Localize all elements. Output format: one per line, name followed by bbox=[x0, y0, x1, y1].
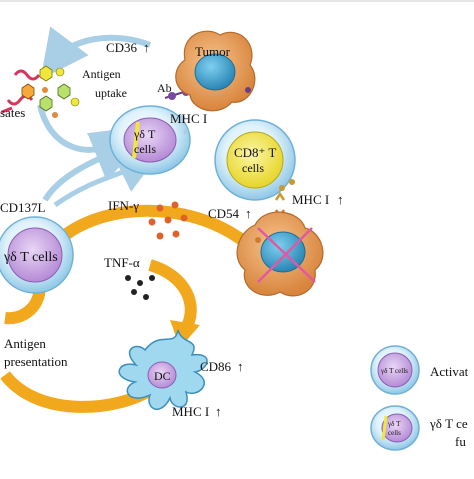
dc-label: DC bbox=[154, 369, 171, 383]
legend-functional-text-1: γδ T ce bbox=[429, 416, 468, 431]
legend-functional-text-2: fu bbox=[455, 434, 466, 449]
legend-activated-cell bbox=[370, 345, 420, 395]
gd-t-cell-top bbox=[109, 105, 191, 175]
cd36-label: CD36 bbox=[106, 40, 138, 55]
legend-activated-cell-label: γδ T cells bbox=[380, 367, 408, 375]
cd137l-label: CD137L bbox=[0, 200, 46, 215]
antigen-hexagon bbox=[57, 83, 71, 100]
legend-functional-cell-label-2: cells bbox=[388, 429, 401, 437]
ifn-gamma-dots bbox=[148, 201, 188, 240]
cd36-arrow: ↑ bbox=[143, 40, 150, 55]
tnf-alpha-label: TNF-α bbox=[104, 255, 140, 270]
mhc-i-top-label: MHC I bbox=[170, 111, 207, 126]
cd8-t-cell bbox=[214, 119, 296, 201]
ab-label: Ab bbox=[157, 81, 172, 95]
mhc-i-right-label: MHC I bbox=[292, 192, 329, 207]
antigen-presentation-label-2: presentation bbox=[4, 354, 68, 369]
cd8-label-2: cells bbox=[242, 161, 264, 175]
ifn-gamma-label: IFN-γ bbox=[108, 198, 139, 213]
uptake-arrow-bottom bbox=[37, 104, 140, 174]
gd-t-cells-top-label-2: cells bbox=[134, 142, 156, 156]
legend-functional-cell bbox=[370, 405, 420, 451]
antigen-uptake-label-2: uptake bbox=[95, 86, 127, 100]
orange-arrow-to-dc bbox=[148, 259, 197, 334]
tumor-cell-top bbox=[175, 30, 256, 112]
tumor-cell-killed bbox=[236, 211, 324, 297]
cd54-arrow: ↑ bbox=[245, 206, 252, 221]
cd54-label: CD54 bbox=[208, 206, 240, 221]
legend-activated-text: Activat bbox=[430, 364, 469, 379]
tnf-alpha-dots bbox=[125, 275, 155, 300]
cd8-label-1: CD8⁺ T bbox=[234, 145, 276, 160]
cd86-label: CD86 bbox=[200, 359, 232, 374]
tumor-label: Tumor bbox=[195, 44, 231, 59]
antigen-hexagon bbox=[39, 95, 53, 112]
antigen-hexagon bbox=[21, 83, 35, 100]
mhc-i-right-arrow: ↑ bbox=[337, 192, 344, 207]
antigen-hexagon bbox=[39, 65, 53, 82]
cd86-arrow: ↑ bbox=[237, 359, 244, 374]
mhc-i-bottom-arrow: ↑ bbox=[215, 404, 222, 419]
lysates-label: sates bbox=[0, 105, 25, 120]
mhc-i-bottom-label: MHC I bbox=[172, 404, 209, 419]
lysate-squiggle-1 bbox=[13, 69, 41, 81]
gd-t-cells-top-label-1: γδ T bbox=[133, 127, 156, 141]
gd-t-cells-left-label: γδ T cells bbox=[3, 250, 58, 265]
uptake-arrow-top bbox=[40, 26, 152, 80]
dendritic-cell bbox=[118, 329, 208, 411]
legend-functional-cell-label-1: γδ T bbox=[387, 420, 401, 428]
gd-t-cell-left bbox=[0, 216, 74, 294]
antigen-uptake-label-1: Antigen bbox=[82, 67, 121, 81]
antigen-presentation-label-1: Antigen bbox=[4, 336, 46, 351]
